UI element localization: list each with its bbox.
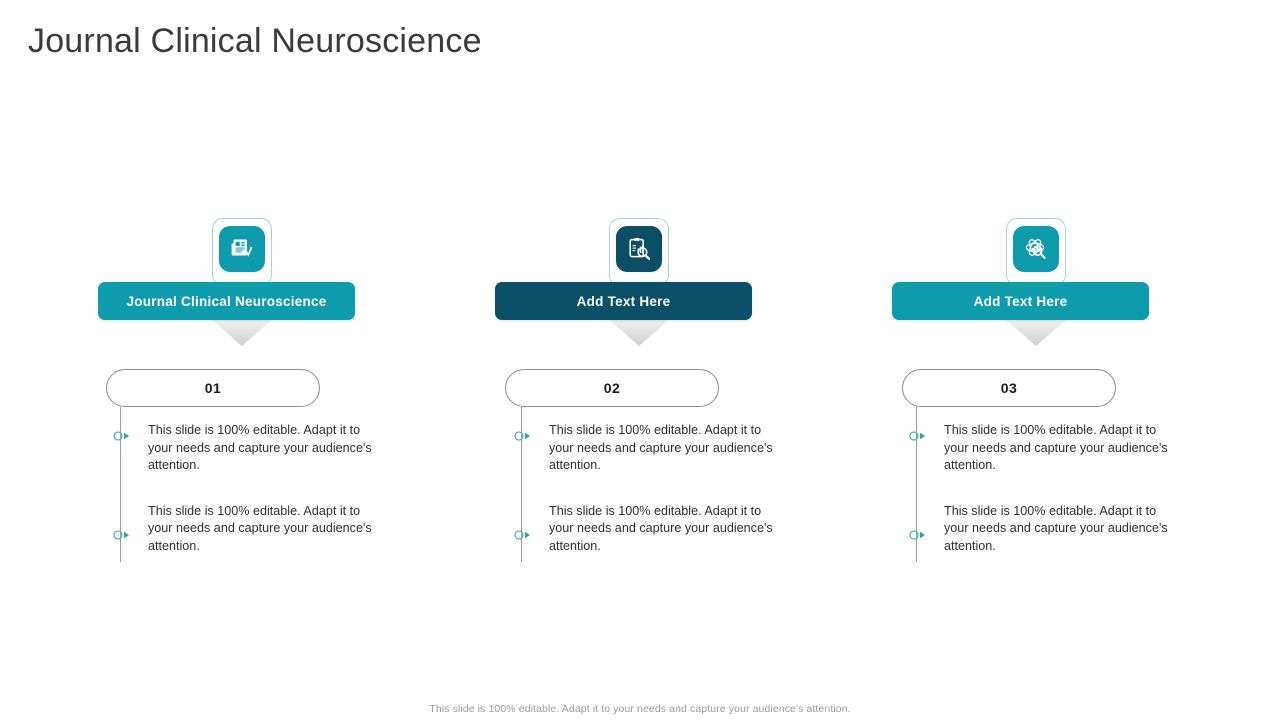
step-number-03: 03: [1000, 380, 1018, 396]
icon-tile-03[interactable]: [1013, 226, 1059, 272]
list-item-text: This slide is 100% editable. Adapt it to…: [148, 423, 372, 473]
list-item: This slide is 100% editable. Adapt it to…: [92, 503, 392, 556]
list-item: This slide is 100% editable. Adapt it to…: [489, 503, 789, 556]
header-bar-03[interactable]: Add Text Here: [892, 282, 1149, 320]
icon-frame-01: [212, 218, 272, 286]
bullet-list-02: This slide is 100% editable. Adapt it to…: [489, 422, 789, 584]
bullet-marker-icon: [113, 428, 133, 441]
atom-chart-search-icon: [1023, 236, 1049, 262]
list-item: This slide is 100% editable. Adapt it to…: [886, 503, 1186, 556]
bullet-marker-icon: [113, 527, 133, 540]
bullet-list-03: This slide is 100% editable. Adapt it to…: [886, 422, 1186, 584]
list-item: This slide is 100% editable. Adapt it to…: [92, 422, 392, 475]
columns-container: Journal Clinical Neuroscience 01: [0, 218, 1280, 578]
newspaper-check-icon: [229, 236, 255, 262]
connector-line-01: [120, 407, 121, 562]
list-item: This slide is 100% editable. Adapt it to…: [489, 422, 789, 475]
step-number-01: 01: [204, 380, 222, 396]
bullet-marker-icon: [909, 527, 929, 540]
bullet-list-01: This slide is 100% editable. Adapt it to…: [92, 422, 392, 584]
bullet-marker-icon: [514, 527, 534, 540]
icon-tile-02[interactable]: [616, 226, 662, 272]
connector-line-02: [521, 407, 522, 562]
list-item-text: This slide is 100% editable. Adapt it to…: [944, 423, 1168, 473]
step-pill-02[interactable]: 02: [505, 369, 719, 407]
list-item-text: This slide is 100% editable. Adapt it to…: [549, 423, 773, 473]
footer-note: This slide is 100% editable. Adapt it to…: [429, 703, 851, 715]
step-pill-03[interactable]: 03: [902, 369, 1116, 407]
list-item-text: This slide is 100% editable. Adapt it to…: [148, 503, 372, 553]
header-label-01: Journal Clinical Neuroscience: [126, 293, 327, 309]
list-item-text: This slide is 100% editable. Adapt it to…: [549, 503, 773, 553]
clipboard-chart-search-icon: [626, 236, 652, 262]
header-label-03: Add Text Here: [973, 293, 1068, 309]
list-item-text: This slide is 100% editable. Adapt it to…: [944, 503, 1168, 553]
step-pill-01[interactable]: 01: [106, 369, 320, 407]
header-label-02: Add Text Here: [576, 293, 671, 309]
bullet-marker-icon: [514, 428, 534, 441]
list-item: This slide is 100% editable. Adapt it to…: [886, 422, 1186, 475]
icon-frame-03: [1006, 218, 1066, 286]
icon-frame-02: [609, 218, 669, 286]
header-bar-02[interactable]: Add Text Here: [495, 282, 752, 320]
connector-line-03: [916, 407, 917, 562]
bullet-marker-icon: [909, 428, 929, 441]
chevron-down-icon-02: [608, 319, 670, 347]
chevron-down-icon-01: [211, 319, 273, 347]
icon-tile-01[interactable]: [219, 226, 265, 272]
chevron-down-icon-03: [1005, 319, 1067, 347]
step-number-02: 02: [603, 380, 621, 396]
header-bar-01[interactable]: Journal Clinical Neuroscience: [98, 282, 355, 320]
page-title: Journal Clinical Neuroscience: [28, 22, 482, 60]
